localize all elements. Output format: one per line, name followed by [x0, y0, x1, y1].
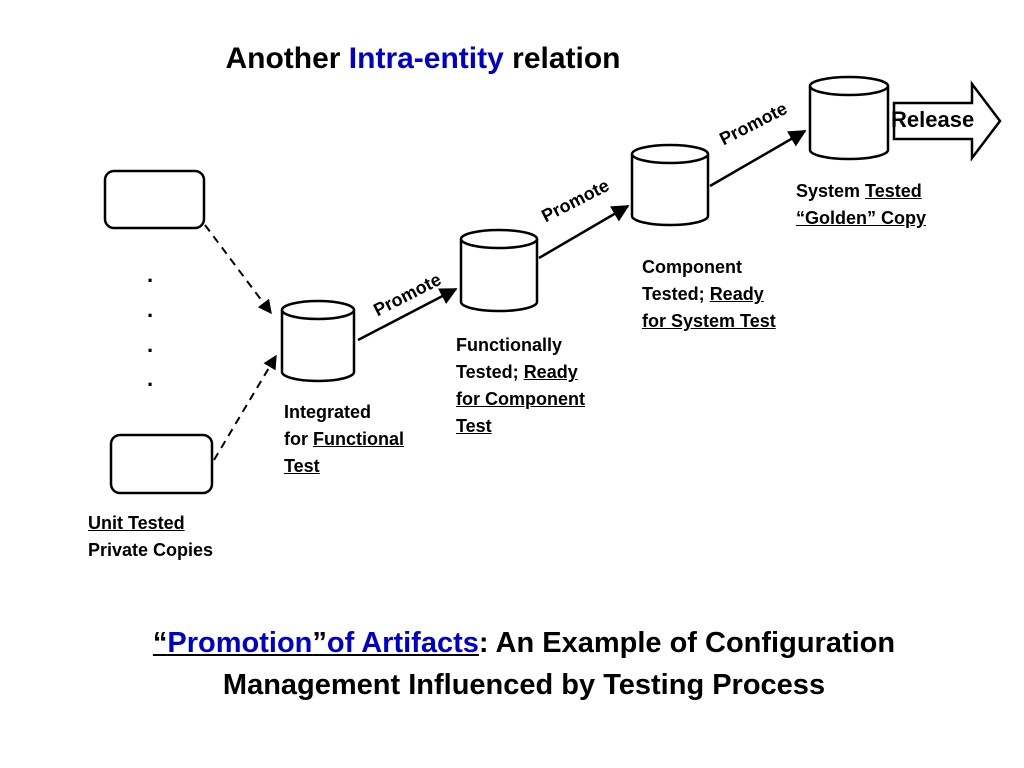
functionally-tested-line2-underlined: Ready [523, 362, 578, 382]
unit-tested-line2: Private Copies [88, 540, 214, 560]
caption-quote-open: “ [152, 627, 168, 659]
integrated-line2-underlined: Functional [313, 429, 404, 449]
functionally-tested-label: Functionally Tested; Ready for Component… [456, 332, 585, 440]
slide-title: Another Intra-entity relation [0, 42, 846, 76]
promote-label-2: Promote [538, 175, 612, 226]
private-copy-top-box [103, 169, 206, 230]
system-tested-label: System Tested “Golden” Copy [796, 178, 926, 232]
slide-caption: “Promotion”of Artifacts: An Example of C… [0, 622, 1024, 706]
system-tested-line2: “Golden” Copy [796, 208, 926, 228]
private-copy-bottom-box [109, 433, 214, 495]
integrated-line1: Integrated [284, 402, 372, 422]
title-highlight: Intra-entity [348, 42, 504, 75]
ellipsis-dot-2: . [147, 297, 154, 322]
caption-artifacts: of Artifacts [326, 627, 479, 659]
unit-tested-label: Unit Tested Private Copies [88, 510, 213, 564]
title-suffix: relation [503, 42, 621, 75]
component-tested-label: Component Tested; Ready for System Test [642, 254, 776, 335]
dashed-arrow-top [204, 224, 272, 315]
release-label: Release [891, 107, 975, 132]
release-block-arrow [892, 80, 1002, 162]
functionally-tested-repository-cylinder [459, 228, 539, 313]
integrated-repository-cylinder [280, 299, 356, 383]
component-tested-line2-underlined: Ready [709, 284, 764, 304]
caption-line2: Management Influenced by Testing Process [222, 669, 826, 701]
promote-arrow-3 [709, 129, 807, 188]
system-tested-repository-cylinder [808, 75, 890, 161]
caption-quote-close: ” [312, 627, 327, 659]
functionally-tested-line3: for Component [456, 389, 585, 409]
system-tested-line1-plain: System [796, 181, 866, 201]
functionally-tested-line1: Functionally [456, 335, 563, 355]
promote-label-1: Promote [370, 269, 444, 320]
integrated-line2-plain: for [284, 429, 313, 449]
ellipsis-dot-1: . [147, 262, 154, 287]
promote-arrow-1 [357, 287, 458, 342]
component-tested-line2-plain: Tested; [642, 284, 710, 304]
functionally-tested-line2-plain: Tested; [456, 362, 524, 382]
component-tested-line1: Component [642, 257, 742, 277]
ellipsis-dot-3: . [147, 332, 154, 357]
promote-arrow-2 [538, 204, 630, 260]
promote-label-3: Promote [716, 98, 790, 149]
caption-rest-line1: : An Example of Configuration [478, 627, 896, 659]
title-prefix: Another [225, 42, 349, 75]
ellipsis-dot-4: . [147, 366, 154, 391]
component-tested-repository-cylinder [630, 143, 710, 227]
caption-promotion: Promotion [167, 627, 313, 659]
component-tested-line3: for System Test [642, 311, 776, 331]
system-tested-line1-underlined: Tested [865, 181, 922, 201]
integrated-label: Integrated for Functional Test [284, 399, 404, 480]
unit-tested-line1: Unit Tested [88, 513, 185, 533]
dashed-arrow-bottom [213, 354, 277, 461]
functionally-tested-line4: Test [456, 416, 492, 436]
integrated-line3: Test [284, 456, 320, 476]
